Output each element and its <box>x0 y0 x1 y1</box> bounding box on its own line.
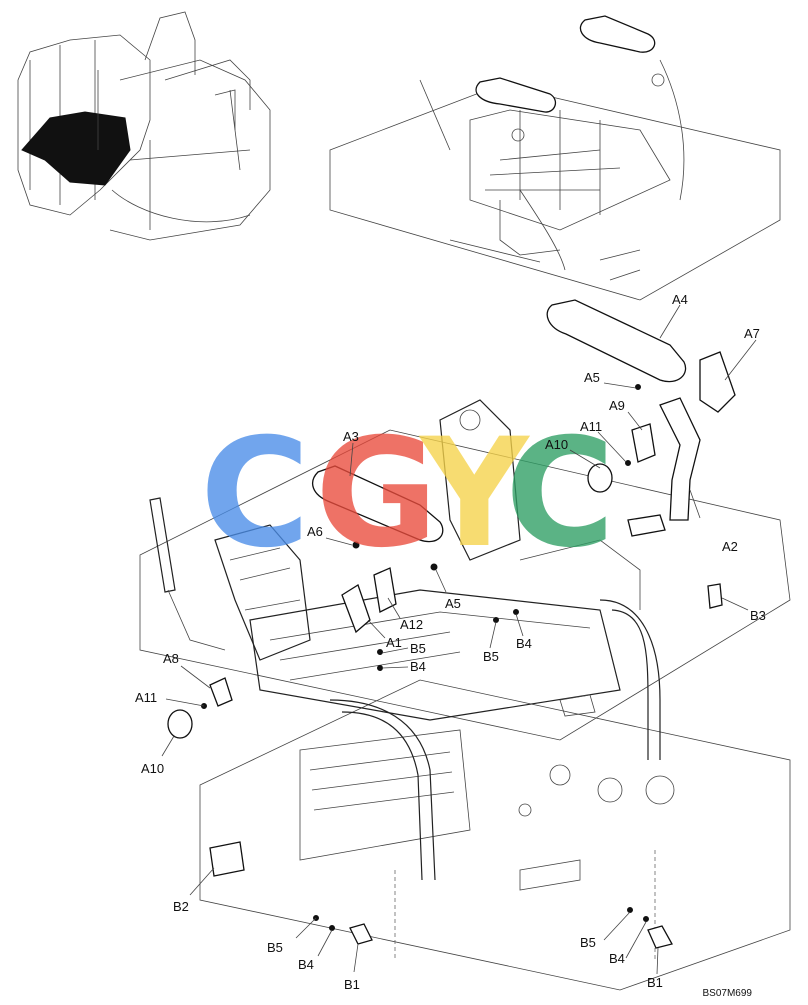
watermark-letter-g: G <box>315 407 438 581</box>
plate-a9 <box>631 423 656 463</box>
clip-b1-right <box>647 925 673 949</box>
callout-a2: A2 <box>722 539 738 554</box>
callout-b5-mid: B5 <box>410 641 426 656</box>
watermark-letter-y: Y <box>418 407 531 581</box>
callout-labels: A4 A7 A5 A9 A11 A10 A3 A6 A2 A5 A12 B3 A… <box>135 292 766 992</box>
callout-b3: B3 <box>750 608 766 623</box>
callout-b4-right: B4 <box>609 951 625 966</box>
watermark: C G Y C <box>200 407 615 581</box>
callout-a8: A8 <box>163 651 179 666</box>
callout-a10-lower: A10 <box>141 761 164 776</box>
clip-b1-center <box>349 923 373 945</box>
callout-a3: A3 <box>343 429 359 444</box>
callout-b5-center: B5 <box>267 940 283 955</box>
callout-b2: B2 <box>173 899 189 914</box>
bracket-a7 <box>699 351 736 413</box>
callout-a7: A7 <box>744 326 760 341</box>
callout-b4-mid: B4 <box>516 636 532 651</box>
callout-a5-upper: A5 <box>584 370 600 385</box>
callout-a10-upper: A10 <box>545 437 568 452</box>
callout-a4: A4 <box>672 292 688 307</box>
callout-a5-lower: A5 <box>445 596 461 611</box>
callout-b4-left: B4 <box>410 659 426 674</box>
armrest-cushion-a3 <box>312 465 444 543</box>
watermark-letter-c2: C <box>505 407 615 581</box>
bracket-a12 <box>373 567 397 613</box>
watermark-letter-c1: C <box>200 407 310 581</box>
callout-a11-lower: A11 <box>135 690 157 705</box>
callout-b4-center: B4 <box>298 957 314 972</box>
callout-b1-right: B1 <box>647 975 663 990</box>
callout-a1: A1 <box>386 635 402 650</box>
callout-b5-left: B5 <box>483 649 499 664</box>
knob-a10-upper <box>587 463 613 493</box>
leader-lines <box>161 304 757 975</box>
callout-a12: A12 <box>400 617 423 632</box>
main-exploded-view <box>139 399 791 991</box>
callout-b5-right: B5 <box>580 935 596 950</box>
drawing-reference-code: BS07M699 <box>703 988 753 999</box>
callout-a11-upper: A11 <box>580 419 602 434</box>
armrest-support-a2 <box>659 397 701 521</box>
knob-a10-lower <box>167 709 193 739</box>
clip-b3 <box>707 583 723 609</box>
callout-a9: A9 <box>609 398 625 413</box>
callout-b1-center: B1 <box>344 977 360 992</box>
callout-a6: A6 <box>307 524 323 539</box>
armrest-cushion-a4 <box>546 299 687 383</box>
plate-a8 <box>209 677 233 707</box>
bracket-a1 <box>341 584 371 634</box>
upper-assembly-view <box>329 15 781 301</box>
bracket-b2 <box>209 841 245 877</box>
locator-view <box>17 11 271 241</box>
